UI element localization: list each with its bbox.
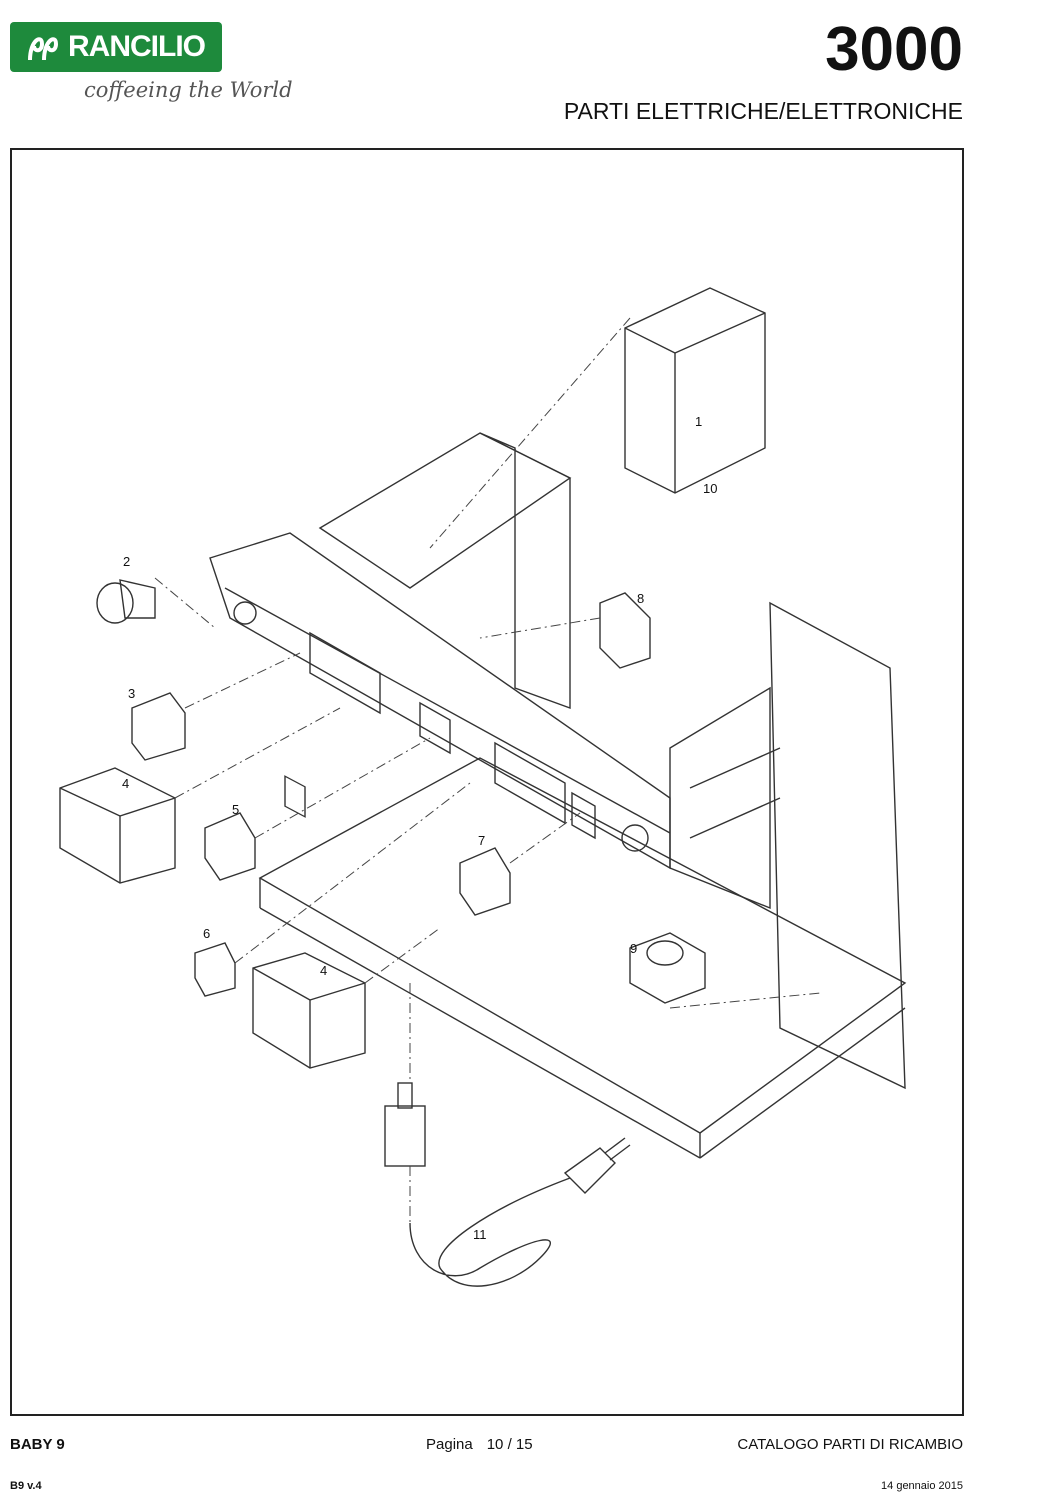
- part-label: 2: [123, 554, 130, 569]
- lamp-holder: [384, 1105, 426, 1167]
- rancilio-logo-icon: [28, 37, 59, 61]
- part-label: 3: [128, 686, 135, 701]
- part-label: 9: [630, 941, 637, 956]
- footer-date: 14 gennaio 2015: [881, 1480, 963, 1492]
- brand-logo: RANCILIO: [10, 22, 222, 72]
- part-label: 4: [320, 963, 327, 978]
- part-label: 7: [478, 833, 485, 848]
- exploded-parts-drawing: 1 2 3 4 5 6 7 8 9 10 11 4: [59, 287, 907, 1287]
- brand-name: RANCILIO: [68, 30, 206, 63]
- footer-page: Pagina 10 / 15: [426, 1436, 533, 1453]
- footer-version: B9 v.4: [10, 1480, 42, 1492]
- component-5: [204, 812, 256, 881]
- model-code: 3000: [825, 15, 963, 84]
- brand-tagline: coffeeing the World: [84, 78, 293, 102]
- front-control-panel: [209, 532, 671, 870]
- power-cable: [409, 1177, 571, 1287]
- electronic-box: [624, 287, 766, 494]
- section-title: PARTI ELETTRICHE/ELETTRONICHE: [563, 98, 963, 124]
- part-label: 1: [695, 414, 702, 429]
- component-9: [629, 932, 706, 1004]
- chassis-right-side: [769, 601, 906, 1090]
- drawing-frame: [10, 148, 964, 1416]
- part-label: 8: [637, 591, 644, 606]
- footer-model: BABY 9: [10, 1436, 65, 1453]
- part-label: 4: [122, 776, 129, 791]
- component-4-top: [59, 767, 176, 884]
- component-6: [194, 942, 236, 997]
- part-label: 6: [203, 926, 210, 941]
- component-7: [459, 847, 511, 916]
- page-number: 10 / 15: [486, 1436, 533, 1453]
- part-label: 10: [703, 481, 717, 496]
- footer-catalog: CATALOGO PARTI DI RICAMBIO: [737, 1436, 963, 1453]
- chassis-top-rail: [318, 432, 572, 589]
- component-8: [599, 592, 651, 669]
- part-label: 11: [473, 1227, 487, 1242]
- component-4-bottom: [252, 952, 366, 1069]
- component-3: [131, 692, 186, 761]
- chassis-base-plate: [258, 757, 907, 1134]
- component-2: [96, 582, 134, 624]
- page-label: Pagina: [426, 1436, 473, 1453]
- part-label: 5: [232, 802, 239, 817]
